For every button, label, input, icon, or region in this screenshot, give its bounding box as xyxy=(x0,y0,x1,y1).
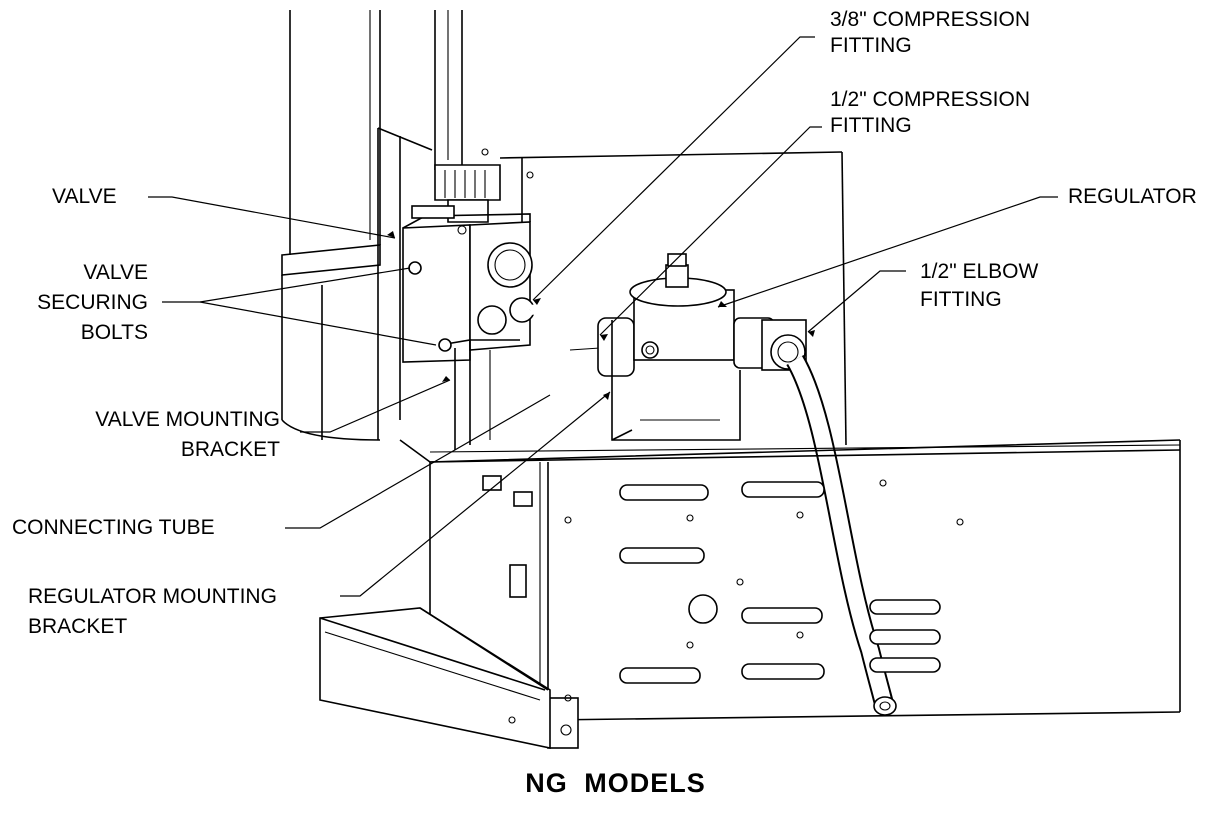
leader-lines xyxy=(148,36,1058,597)
upper-pipe xyxy=(434,10,501,223)
callout-vmb-line-2: BRACKET xyxy=(180,438,280,461)
callout-connecting-tube-text: CONNECTING TUBE xyxy=(12,516,215,539)
callout-3-8-line-1: 3/8" COMPRESSION xyxy=(830,8,1031,31)
callout-rmb-line-1: REGULATOR MOUNTING xyxy=(28,585,277,608)
callout-3-8-compression-fitting: 3/8" COMPRESSION FITTING xyxy=(830,7,1030,59)
callout-valve-securing-bolts: VALVE SECURING BOLTS xyxy=(0,258,148,348)
leader-arrows xyxy=(387,231,815,400)
valve-mounting-bracket xyxy=(438,338,520,450)
callout-1-2-elbow-fitting: 1/2" ELBOW FITTING xyxy=(920,258,1038,314)
foot-panel xyxy=(319,607,551,749)
callout-vmb-line-1: VALVE MOUNTING xyxy=(95,408,280,431)
connecting-tube xyxy=(514,304,601,426)
callout-connecting-tube: CONNECTING TUBE xyxy=(12,515,215,541)
regulator-body xyxy=(597,253,775,441)
gas-hose xyxy=(786,354,897,716)
callout-rmb-line-2: BRACKET xyxy=(28,615,128,638)
callout-regulator: REGULATOR xyxy=(1068,184,1197,210)
callout-valve: VALVE xyxy=(52,184,117,210)
flue-column xyxy=(281,10,381,441)
callout-bolts-line-2: SECURING xyxy=(37,291,148,314)
callout-1-2-compression-fitting: 1/2" COMPRESSION FITTING xyxy=(830,87,1030,139)
callout-regulator-text: REGULATOR xyxy=(1068,185,1197,208)
callout-1-2-line-1: 1/2" COMPRESSION xyxy=(830,88,1031,111)
front-panel xyxy=(429,450,1181,749)
callout-1-2-line-2: FITTING xyxy=(830,114,912,137)
elbow-fitting xyxy=(761,319,807,371)
callout-valve-mounting-bracket: VALVE MOUNTING BRACKET xyxy=(40,405,280,465)
back-panel xyxy=(377,127,847,446)
valve-body xyxy=(402,205,535,363)
callout-bolts-line-3: BOLTS xyxy=(80,321,148,344)
callout-bolts-line-1: VALVE xyxy=(83,261,148,284)
callout-elbow-line-1: 1/2" ELBOW xyxy=(920,260,1039,283)
callout-regulator-mounting-bracket: REGULATOR MOUNTING BRACKET xyxy=(28,582,277,642)
base-rail xyxy=(399,439,1181,463)
callout-valve-text: VALVE xyxy=(52,185,117,208)
figure-caption: NG MODELS xyxy=(525,768,706,798)
callout-elbow-line-2: FITTING xyxy=(920,288,1002,311)
callout-3-8-line-2: FITTING xyxy=(830,34,912,57)
